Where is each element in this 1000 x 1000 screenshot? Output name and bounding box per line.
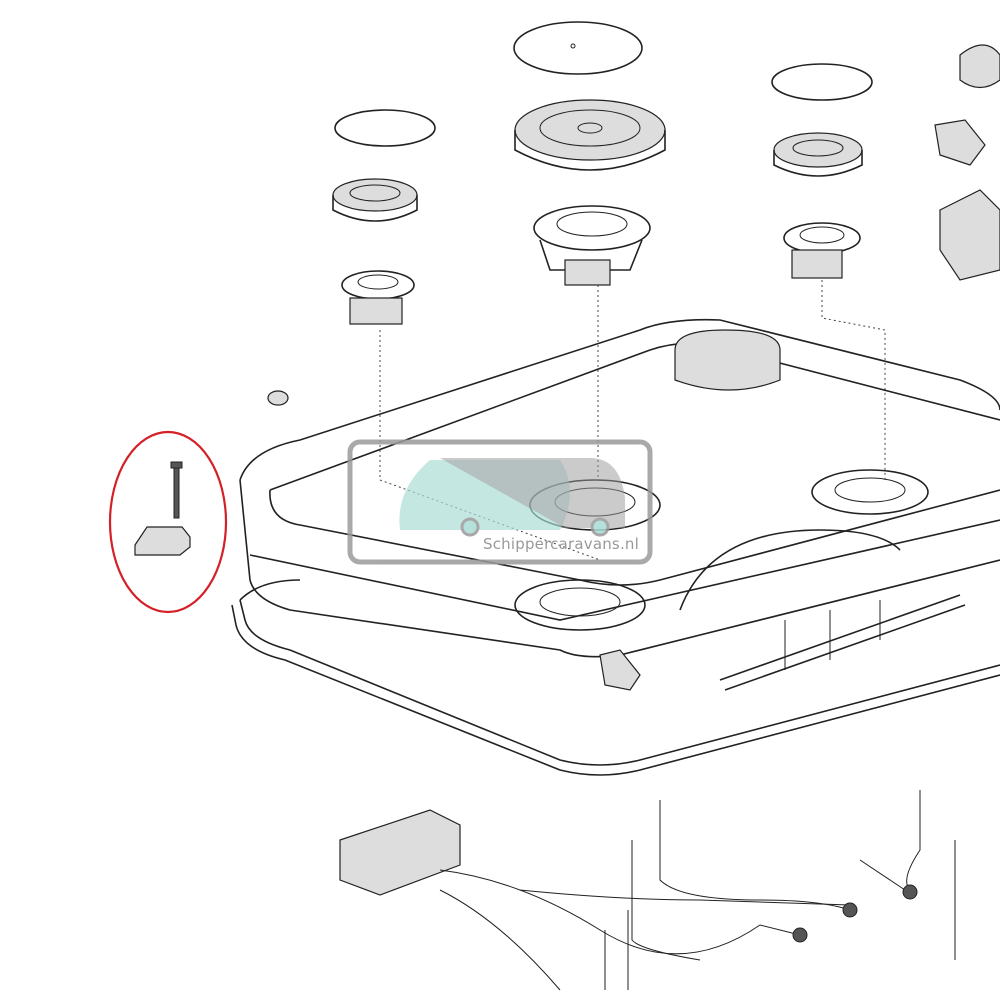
burner-crown-left: [332, 178, 418, 222]
hob-tray: [239, 318, 1000, 691]
burner-crown-right: [773, 132, 863, 177]
burner-crown-large: [514, 99, 666, 171]
valve-parts: [934, 119, 1000, 281]
plug: [267, 390, 289, 406]
highlight-circle: [108, 430, 228, 614]
knob: [959, 44, 1000, 89]
clip: [134, 526, 191, 556]
burner-cap-right: [771, 63, 873, 101]
ignition-module: [339, 809, 461, 896]
burner-cap-left: [334, 109, 436, 147]
burner-body-right: [783, 222, 861, 279]
gasket: [231, 579, 1000, 776]
bolt: [173, 467, 180, 519]
watermark-text: Schippercaravans.nl: [483, 535, 639, 553]
burner-body-large: [533, 205, 651, 286]
watermark-logo: [347, 439, 653, 565]
highlighted-bolt-and-clip: [108, 430, 228, 614]
burner-cap-large: [513, 21, 643, 75]
wiring: [439, 790, 956, 991]
burner-body-left: [341, 270, 415, 325]
